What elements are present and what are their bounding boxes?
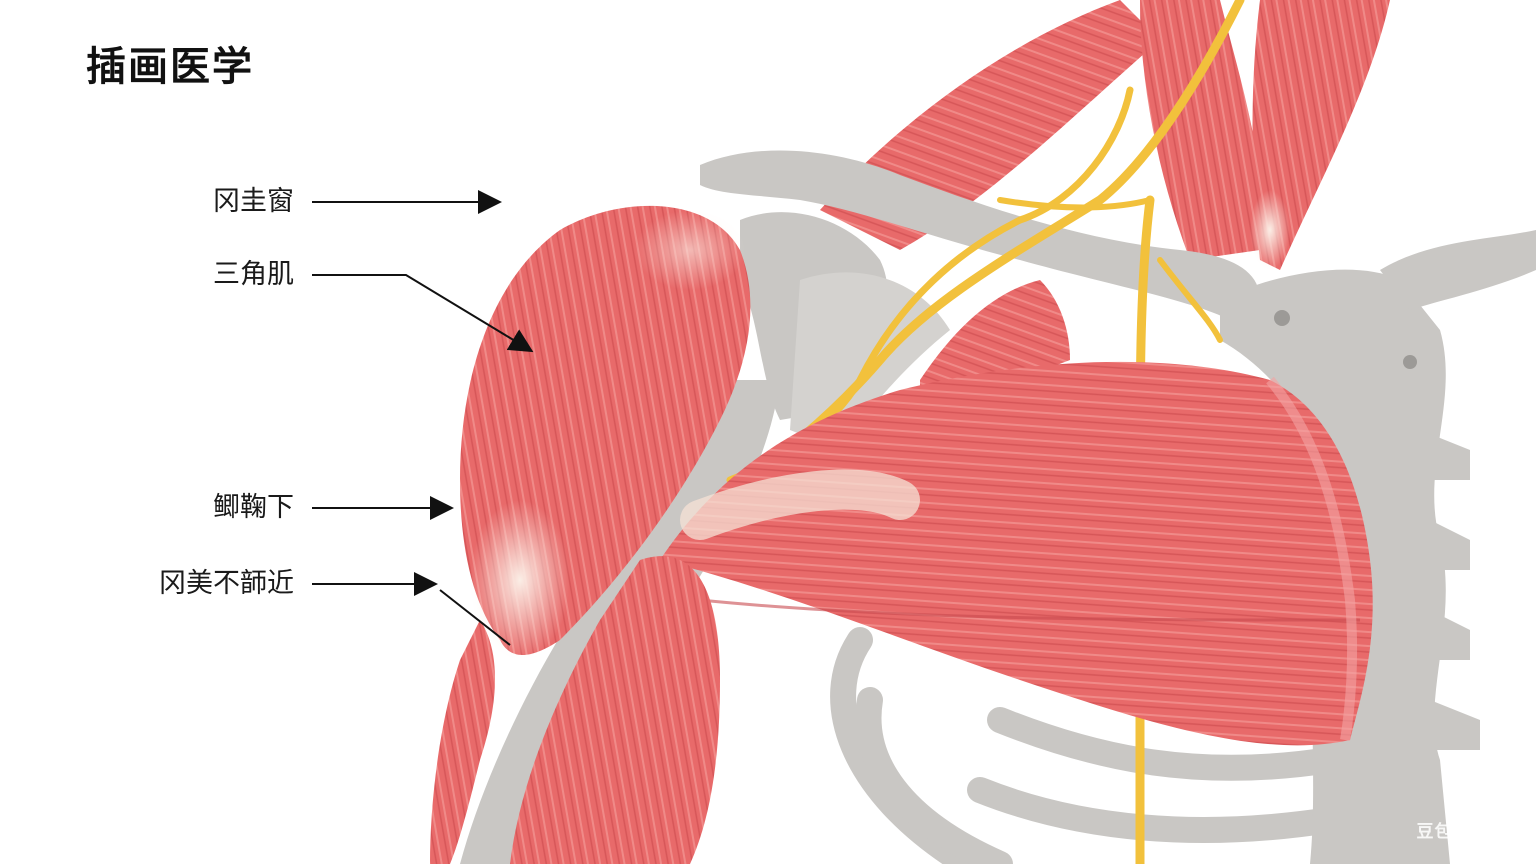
page-title: 插画医学 <box>86 44 254 90</box>
pectoralis-major <box>660 361 1373 746</box>
label-3: 鲫鞠下 <box>213 492 294 523</box>
callout-line-2 <box>312 274 534 353</box>
clavicle <box>700 150 1260 320</box>
callout-line-4b <box>439 589 511 646</box>
label-2: 三角肌 <box>213 259 294 290</box>
label-1: 冈圭窗 <box>213 186 294 217</box>
callout-lines <box>312 190 534 646</box>
watermark: 豆包AI生成 <box>1416 822 1510 842</box>
label-4: 冈美不韴近 <box>159 568 294 599</box>
deltoid <box>460 205 751 660</box>
biceps <box>430 556 720 864</box>
neck-muscles <box>820 0 1390 270</box>
